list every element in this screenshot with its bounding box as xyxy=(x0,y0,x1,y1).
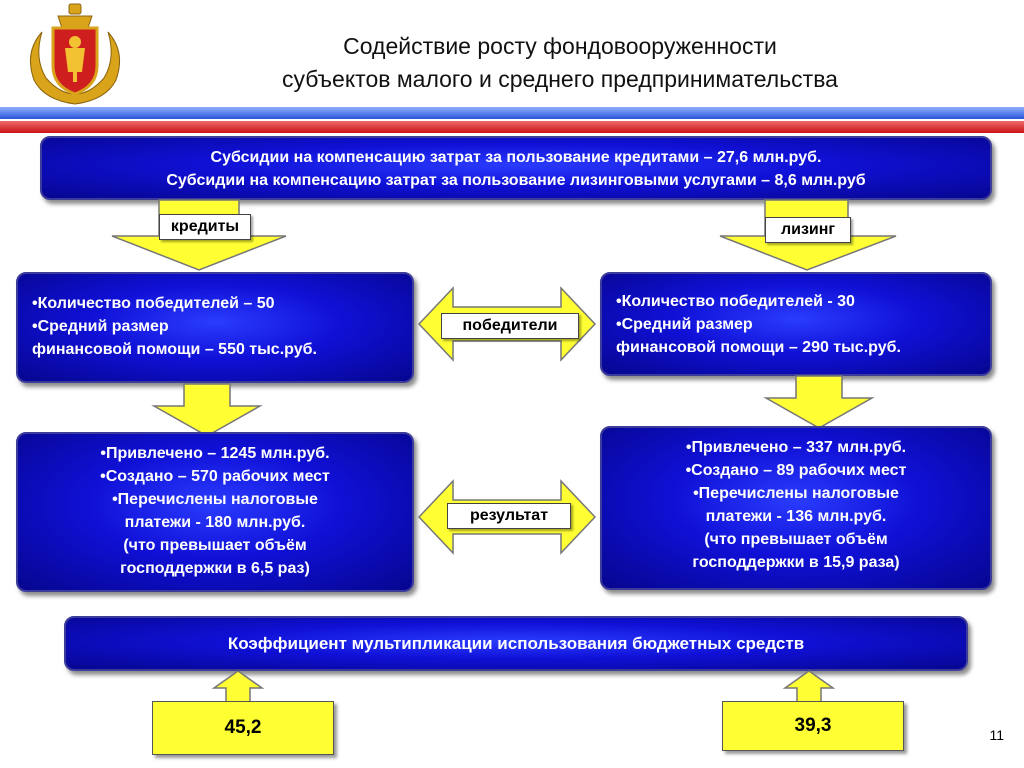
right-result-taxes-value: платежи - 136 млн.руб. xyxy=(705,508,887,525)
subsidies-credits-line: Субсидии на компенсацию затрат за пользо… xyxy=(210,149,822,166)
left-value-up-arrow xyxy=(211,670,265,704)
right-winners-box: •Количество победителей - 30 •Средний ра… xyxy=(600,272,992,376)
right-result-note-line2: господдержки в 15,9 раза) xyxy=(692,554,900,571)
page-number: 11 xyxy=(989,727,1004,743)
left-result-taxes-label: •Перечислены налоговые xyxy=(112,491,318,508)
right-result-jobs: •Создано – 89 рабочих мест xyxy=(685,462,907,479)
left-winners-box: •Количество победителей – 50 •Средний ра… xyxy=(16,272,414,383)
page-title: Содействие росту фондовооруженности субъ… xyxy=(180,30,940,96)
left-result-taxes-value: платежи - 180 млн.руб. xyxy=(124,514,306,531)
result-label: результат xyxy=(447,503,571,529)
right-result-down-arrow xyxy=(763,375,875,429)
credits-label: кредиты xyxy=(159,214,251,240)
right-result-taxes-label: •Перечислены налоговые xyxy=(693,485,899,502)
right-multiplier-value: 39,3 xyxy=(722,701,904,751)
right-result-box: •Привлечено – 337 млн.руб. •Создано – 89… xyxy=(600,426,992,590)
subsidies-leasing-line: Субсидии на компенсацию затрат за пользо… xyxy=(166,172,866,189)
winners-label: победители xyxy=(441,313,579,339)
left-multiplier-value: 45,2 xyxy=(152,701,334,755)
right-winners-avg-label: •Средний размер xyxy=(616,316,753,333)
left-winners-count: •Количество победителей – 50 xyxy=(32,295,275,312)
multiplier-box: Коэффициент мультипликации использования… xyxy=(64,616,968,671)
left-result-box: •Привлечено – 1245 млн.руб. •Создано – 5… xyxy=(16,432,414,592)
page-title-line2: субъектов малого и среднего предпринимат… xyxy=(282,66,838,92)
right-result-attracted: •Привлечено – 337 млн.руб. xyxy=(685,439,907,456)
leasing-label: лизинг xyxy=(765,217,851,243)
header-stripe-red xyxy=(0,121,1024,133)
subsidies-box: Субсидии на компенсацию затрат за пользо… xyxy=(40,136,992,200)
left-winners-avg-value: финансовой помощи – 550 тыс.руб. xyxy=(32,341,317,358)
right-result-note-line1: (что превышает объём xyxy=(704,531,888,548)
page-title-line1: Содействие росту фондовооруженности xyxy=(343,33,777,59)
left-result-note-line1: (что превышает объём xyxy=(123,537,307,554)
coat-of-arms-emblem xyxy=(29,3,121,105)
left-result-attracted: •Привлечено – 1245 млн.руб. xyxy=(100,445,330,462)
right-value-up-arrow xyxy=(782,670,836,704)
left-result-jobs: •Создано – 570 рабочих мест xyxy=(100,468,330,485)
header-stripe-blue xyxy=(0,107,1024,119)
left-result-down-arrow xyxy=(151,383,263,437)
multiplier-text: Коэффициент мультипликации использования… xyxy=(227,634,805,653)
right-winners-count: •Количество победителей - 30 xyxy=(616,293,855,310)
left-result-note-line2: господдержки в 6,5 раз) xyxy=(120,560,310,577)
right-winners-avg-value: финансовой помощи – 290 тыс.руб. xyxy=(616,339,901,356)
left-winners-avg-label: •Средний размер xyxy=(32,318,169,335)
